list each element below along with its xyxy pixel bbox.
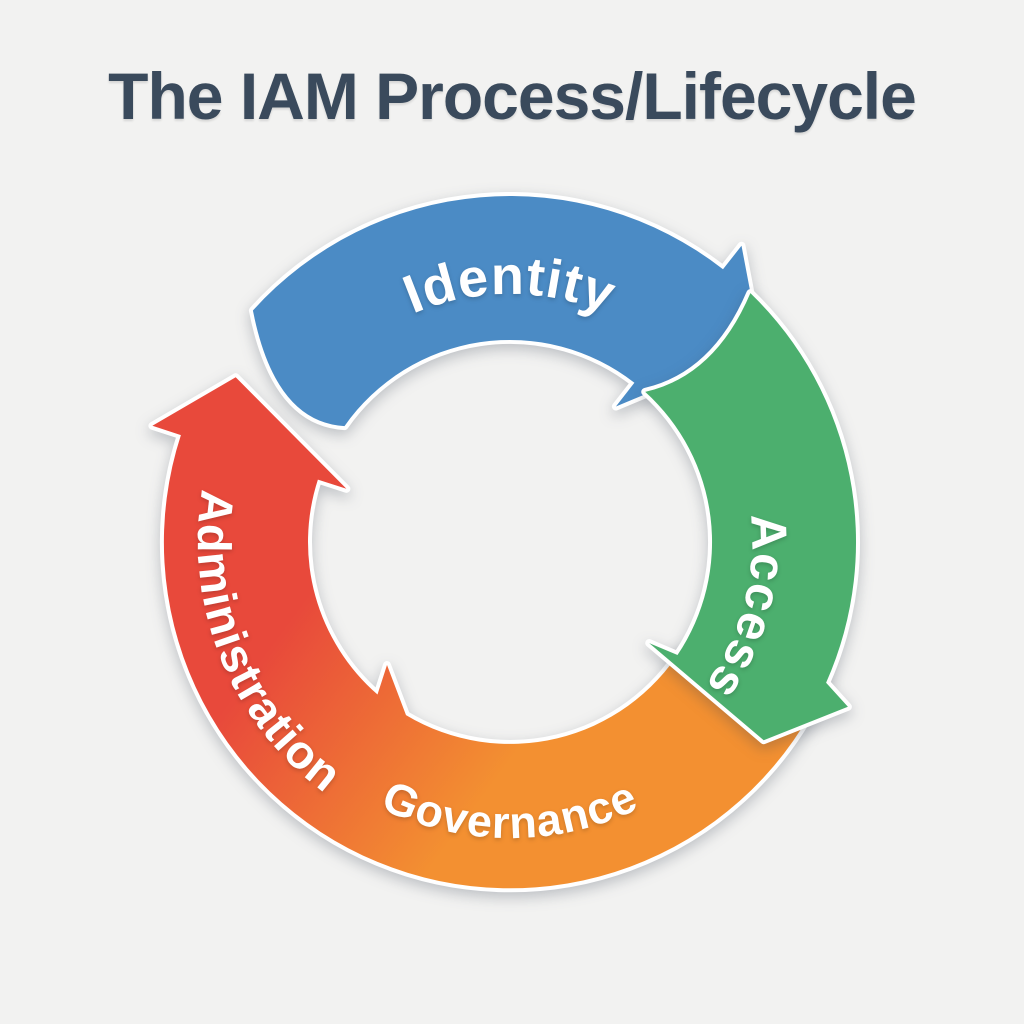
governance-administration-arrow: [148, 373, 835, 893]
cycle-arrows: [148, 192, 860, 893]
page-title: The IAM Process/Lifecycle: [108, 59, 917, 133]
access-arrow: [641, 289, 860, 745]
identity-arrow: [248, 192, 765, 431]
